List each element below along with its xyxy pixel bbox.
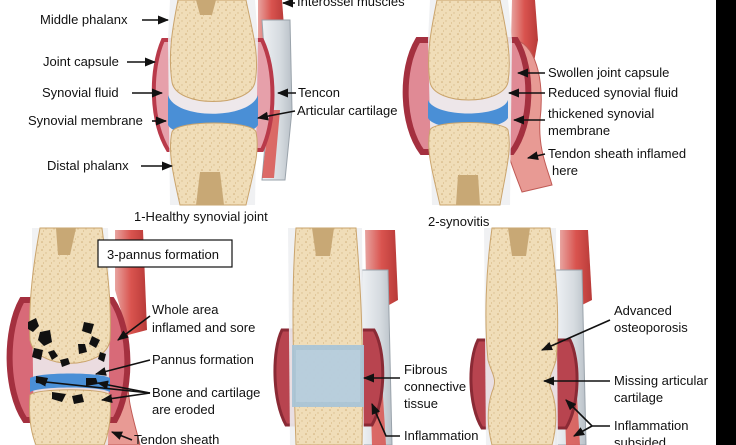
- label-tendon-sheath-3: Tendon sheath: [134, 432, 219, 445]
- arrow-pannus: [94, 359, 151, 376]
- label-joint-capsule: Joint capsule: [43, 54, 119, 69]
- arrow-eroded-c: [34, 377, 151, 394]
- label-missing-1: Missing articular: [614, 373, 709, 388]
- bone-5: [485, 227, 559, 445]
- panel-synovitis: Swollen joint capsule Reduced synovial f…: [402, 0, 686, 229]
- label-eroded-2: are eroded: [152, 402, 215, 417]
- label-subsided-1: Inflammation: [614, 418, 688, 433]
- label-sheath-inflamed-1: Tendon sheath inflamed: [548, 146, 686, 161]
- marrow-5: [508, 228, 530, 256]
- panel-fibrous: Fibrous connective tissue Inflammation: [273, 227, 478, 445]
- label-inflammation-4: Inflammation: [404, 428, 478, 443]
- label-osteo-2: osteoporosis: [614, 320, 688, 335]
- arrow-whole-area: [117, 315, 151, 341]
- middle-phalanx: [169, 0, 258, 102]
- arrow-inflammation-4: [371, 402, 400, 437]
- arrow-eroded-b: [100, 392, 151, 403]
- arrow-articular-cartilage: [256, 110, 296, 121]
- fibrous-texture: [296, 350, 360, 402]
- caption-healthy: 1-Healthy synovial joint: [134, 209, 268, 224]
- label-thickened-membrane-2: membrane: [548, 123, 610, 138]
- panel-pannus: 3-pannus formation Whole area inflamed a…: [6, 227, 260, 445]
- caption-synovitis: 2-synovitis: [428, 214, 490, 229]
- label-swollen-capsule: Swollen joint capsule: [548, 65, 669, 80]
- label-sheath-inflamed-2: here: [552, 163, 578, 178]
- label-articular-cartilage: Articular cartilage: [297, 103, 397, 118]
- label-pannus: Pannus formation: [152, 352, 254, 367]
- label-fibrous-3: tissue: [404, 396, 438, 411]
- label-synovial-membrane: Synovial membrane: [28, 113, 143, 128]
- label-thickened-membrane-1: thickened synovial: [548, 106, 654, 121]
- label-whole-area-1: Whole area: [152, 302, 219, 317]
- arrow-tendon-sheath-3: [110, 431, 133, 441]
- label-fibrous-2: connective: [404, 379, 466, 394]
- label-reduced-fluid: Reduced synovial fluid: [548, 85, 678, 100]
- label-interossei: Interossei muscles: [297, 0, 405, 9]
- distal-phalanx-marrow: [196, 172, 224, 205]
- panel-healthy-joint: Middle phalanx Joint capsule Synovial fl…: [28, 0, 405, 224]
- title-box-pannus: [97, 239, 233, 268]
- panel-osteoporosis: Advanced osteoporosis Missing articular …: [469, 227, 709, 445]
- distal-phalanx-3: [29, 389, 111, 445]
- right-black-border: [716, 0, 736, 445]
- bone-4: [292, 227, 364, 445]
- label-fibrous-1: Fibrous: [404, 362, 448, 377]
- middle-marrow-3: [56, 228, 76, 255]
- synovial-fluid-reduced: [428, 100, 508, 129]
- label-whole-area-2: inflamed and sore: [152, 320, 255, 335]
- label-tendon: Tencon: [298, 85, 340, 100]
- arrow-sheath-inflamed: [526, 151, 546, 161]
- label-distal-phalanx: Distal phalanx: [47, 158, 129, 173]
- label-missing-2: cartilage: [614, 390, 663, 405]
- middle-phalanx-marrow: [196, 0, 216, 15]
- tendon: [262, 110, 280, 178]
- label-eroded-1: Bone and cartilage: [152, 385, 260, 400]
- distal-marrow-2: [456, 175, 480, 205]
- label-subsided-2: subsided: [614, 435, 666, 445]
- middle-phalanx-2: [428, 0, 510, 101]
- title-pannus: 3-pannus formation: [107, 247, 219, 262]
- arrow-subsided-b: [573, 425, 593, 437]
- label-osteo-1: Advanced: [614, 303, 672, 318]
- distal-phalanx-2: [428, 122, 510, 206]
- arrow-osteo: [540, 319, 611, 351]
- label-synovial-fluid: Synovial fluid: [42, 85, 119, 100]
- marrow-4: [312, 228, 334, 256]
- label-middle-phalanx: Middle phalanx: [40, 12, 128, 27]
